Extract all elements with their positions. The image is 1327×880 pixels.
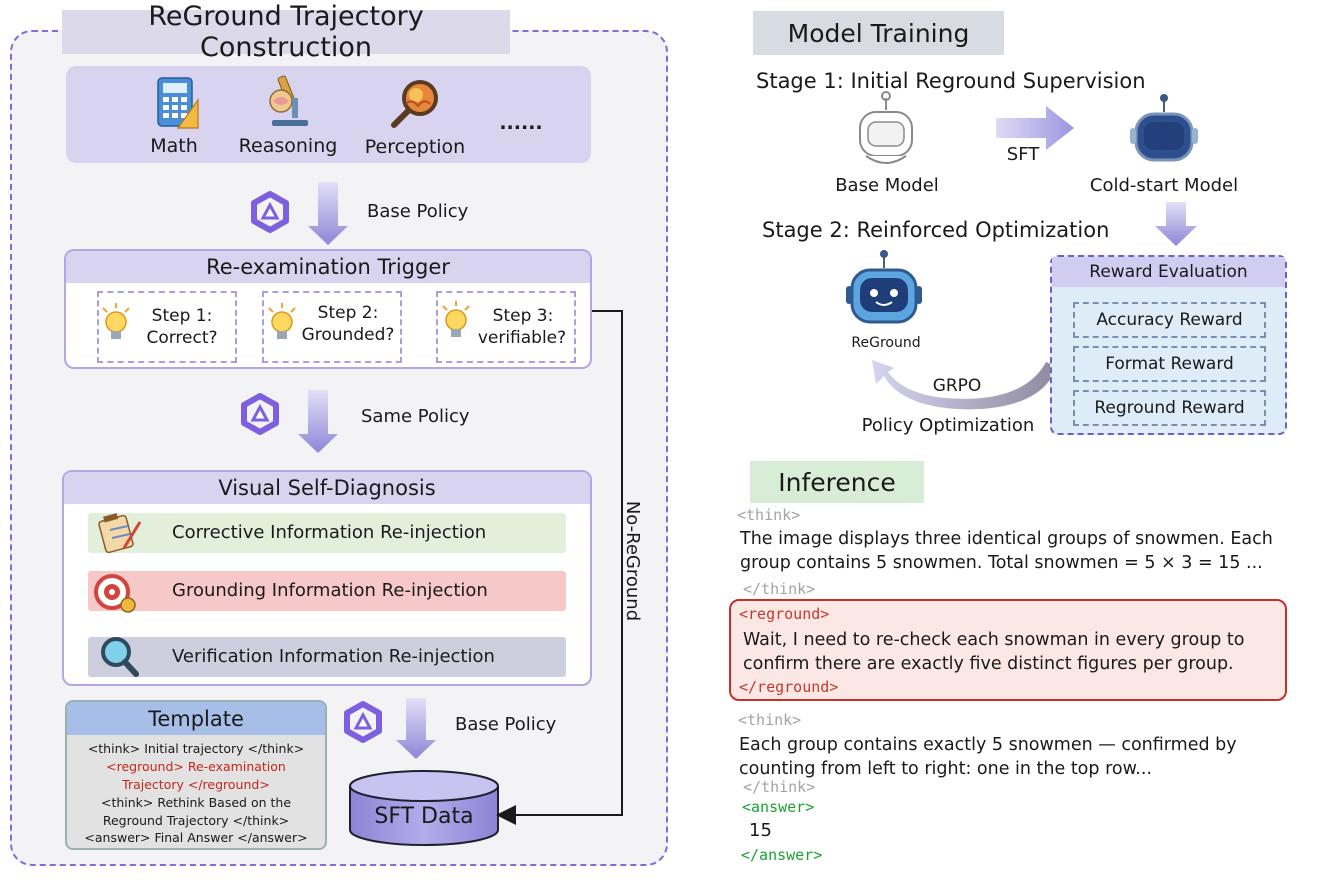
reward-item: Reground Reward (1073, 390, 1266, 426)
panel-title: Inference (750, 461, 924, 503)
category-label: Reasoning (238, 135, 338, 157)
diagnosis-title: Visual Self-Diagnosis (64, 472, 590, 504)
template-title: Template (67, 702, 325, 735)
step-label: Step 1: (151, 306, 213, 326)
diagnosis-item-label: Grounding Information Re-injection (172, 580, 488, 601)
task-categories (66, 66, 591, 163)
panel-title: Model Training (753, 11, 1004, 55)
clipboard-icon (98, 513, 142, 554)
think-open-tag: <think> (737, 506, 801, 524)
trigger-step (436, 291, 576, 363)
grpo-label: GRPO (932, 376, 982, 396)
answer-value: 15 (749, 820, 772, 841)
template-line: Reground Trajectory </think> (102, 813, 290, 828)
calculator-icon (157, 77, 199, 129)
template-line: Trajectory </reground> (122, 777, 270, 792)
base-policy-label: Base Policy (455, 714, 557, 735)
diagnosis-item-label: Verification Information Re-injection (172, 646, 495, 667)
cold-start-model-label: Cold-start Model (1089, 174, 1239, 196)
stage1-label: Stage 1: Initial Reground Supervision (756, 69, 1146, 93)
policy-logo-icon (251, 191, 289, 233)
reground-robot-icon (846, 250, 922, 324)
magnifier-icon (391, 80, 438, 128)
lightbulb-icon (268, 303, 296, 339)
same-policy-label: Same Policy (361, 406, 470, 427)
verification-reinjection-bar (88, 637, 566, 677)
template-line: <answer> Final Answer </answer> (84, 830, 308, 845)
reward-item: Format Reward (1073, 346, 1266, 382)
think-close-tag: </think> (743, 778, 816, 796)
base-model-robot-icon (859, 91, 913, 164)
sft-data-label: SFT Data (374, 803, 474, 829)
policy-optimization-label: Policy Optimization (861, 414, 1035, 436)
answer-close-tag: </answer> (741, 846, 823, 864)
template-box: Template <think> Initial trajectory </th… (65, 700, 327, 850)
down-arrow (396, 698, 436, 759)
down-arrow (308, 182, 348, 245)
category-label: Perception (364, 136, 466, 158)
diagnosis-item-label: Corrective Information Re-injection (172, 522, 487, 543)
corrective-reinjection-bar (88, 513, 566, 553)
template-line: <think> Initial trajectory </think> (87, 741, 305, 756)
no-reground-connector (496, 310, 623, 825)
template-line: <think> Rethink Based on the (100, 795, 292, 810)
right-arrow (996, 106, 1074, 150)
base-model-label: Base Model (835, 174, 939, 196)
target-icon (94, 574, 136, 613)
stage2-label: Stage 2: Reinforced Optimization (762, 218, 1110, 242)
grpo-curved-arrow (872, 360, 1056, 410)
base-policy-label: Base Policy (367, 201, 469, 222)
answer-open-tag: <answer> (742, 798, 815, 816)
category-label: Math (150, 135, 198, 157)
grounding-reinjection-bar (88, 571, 566, 611)
think-text: counting from left to right: one in the … (739, 759, 1152, 779)
down-arrow (298, 390, 338, 453)
policy-logo-icon (241, 393, 279, 435)
reground-model-label: ReGround (851, 335, 921, 351)
policy-logo-icon (344, 701, 382, 743)
reground-text: confirm there are exactly five distinct … (743, 654, 1234, 674)
trigger-title: Re-examination Trigger (66, 251, 590, 283)
reward-evaluation-title: Reward Evaluation (1052, 257, 1285, 287)
step-question: verifiable? (477, 328, 567, 348)
magnifier-icon (101, 637, 139, 677)
lightbulb-icon (102, 303, 130, 339)
think-text: group contains 5 snowmen. Total snowmen … (740, 553, 1263, 573)
step-label: Step 3: (492, 306, 554, 326)
sft-data-cylinder (349, 770, 499, 846)
category-ellipsis: ...... (499, 112, 543, 134)
reground-block (729, 599, 1287, 701)
step-question: Correct? (146, 328, 218, 348)
step-question: Grounded? (301, 325, 395, 345)
think-open-tag: <think> (738, 711, 802, 729)
sft-label: SFT (1006, 143, 1040, 165)
reground-close-tag: </reground> (739, 678, 839, 696)
reward-item: Accuracy Reward (1073, 302, 1266, 338)
step-label: Step 2: (317, 303, 379, 323)
think-close-tag: </think> (743, 580, 816, 598)
reground-text: Wait, I need to re-check each snowman in… (743, 630, 1245, 650)
down-arrow (1155, 202, 1197, 246)
cold-start-robot-icon (1130, 94, 1198, 162)
template-line: <reground> Re-examination (106, 759, 286, 774)
reground-open-tag: <reground> (739, 605, 830, 623)
microscope-icon (269, 75, 308, 126)
lightbulb-icon (442, 301, 470, 337)
no-reground-label: No-ReGround (622, 500, 644, 622)
think-text: Each group contains exactly 5 snowmen — … (739, 735, 1237, 755)
think-text: The image displays three identical group… (740, 529, 1273, 549)
